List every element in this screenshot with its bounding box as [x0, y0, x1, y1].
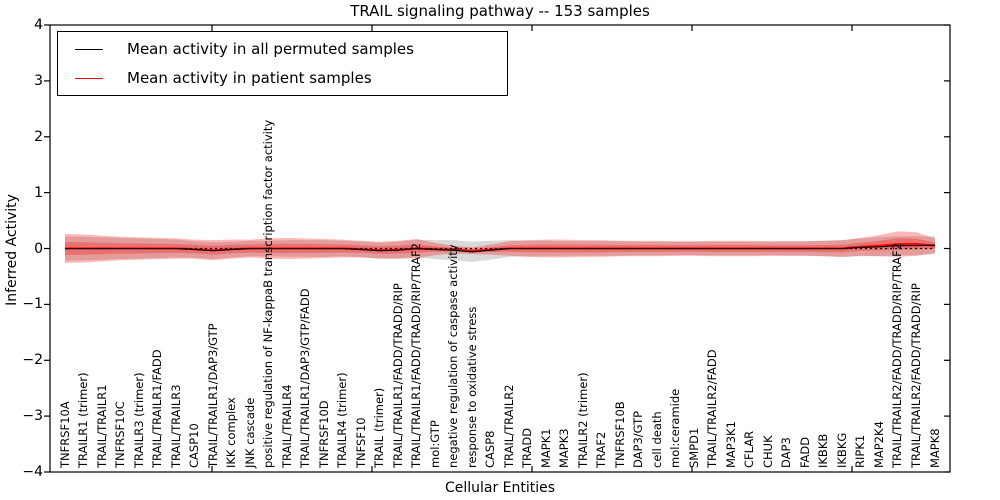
x-tick-label: MAPK1	[538, 428, 553, 468]
y-tick-label: 2	[34, 128, 43, 145]
x-tick-label: positive regulation of NF-kappaB transcr…	[261, 119, 276, 468]
x-tick-label: TRAIL/TRAILR2/FADD	[705, 349, 720, 468]
y-tick-label: 1	[34, 184, 43, 201]
x-tick-label: TNFRSF10D	[316, 400, 331, 468]
x-tick-label: MAP3K1	[723, 421, 738, 468]
x-tick-label: TRAIL/TRAILR1/FADD/TRADD/RIP/TRAF2	[409, 242, 424, 468]
legend-label-patient: Mean activity in patient samples	[127, 69, 372, 87]
x-tick-label: cell death	[649, 411, 664, 468]
x-tick-label: mol:GTP	[427, 420, 442, 468]
x-axis-label: Cellular Entities	[444, 480, 556, 496]
x-tick-label: CFLAR	[742, 430, 757, 468]
y-tick-label: −4	[22, 464, 43, 480]
x-tick-label: negative regulation of caspase activity	[446, 244, 461, 468]
x-tick-label: CASP8	[483, 430, 498, 468]
x-tick-label: TNFRSF10B	[612, 401, 627, 468]
patient-inner-band	[65, 238, 935, 255]
patient-line-swatch	[75, 77, 103, 79]
x-tick-label: TRAIL/TRAILR4	[279, 384, 294, 468]
x-tick-label: IKBKG	[834, 432, 849, 468]
legend-row-patient: Mean activity in patient samples	[58, 67, 507, 89]
x-tick-label: IKBKB	[816, 433, 831, 468]
x-tick-label: TRAILR3 (trimer)	[131, 372, 146, 468]
x-tick-label: SMPD1	[686, 427, 701, 468]
x-tick-label: JNK cascade	[242, 397, 257, 468]
x-tick-label: TRAF2	[594, 431, 609, 468]
x-tick-label: TRAIL/TRAILR3	[168, 384, 183, 468]
x-tick-label: FADD	[797, 436, 812, 468]
x-tick-label: DAP3/GTP	[631, 410, 646, 468]
y-tick-label: 4	[34, 17, 43, 33]
x-tick-label: TRAIL/TRAILR2	[501, 384, 516, 468]
x-tick-label: RIPK1	[853, 434, 868, 468]
x-tick-label: IKK complex	[224, 397, 239, 468]
permuted-line-swatch	[75, 48, 103, 50]
x-tick-label: TRAIL/TRAILR1/DAP3/GTP	[205, 323, 220, 468]
x-tick-label: MAP2K4	[871, 421, 886, 468]
legend-row-permuted: Mean activity in all permuted samples	[58, 38, 507, 60]
x-tick-label: TRAILR2 (trimer)	[575, 372, 590, 468]
y-tick-label: −2	[22, 352, 43, 369]
x-tick-label: TRAIL/TRAILR1/DAP3/GTP/FADD	[298, 288, 313, 468]
x-tick-label: TNFRSF10C	[113, 401, 128, 468]
legend-label-permuted: Mean activity in all permuted samples	[127, 40, 414, 58]
x-tick-label: TRAIL/TRAILR2/FADD/TRADD/RIP	[908, 283, 923, 468]
legend: Mean activity in all permuted samples Me…	[57, 31, 508, 96]
y-tick-label: −1	[22, 296, 43, 313]
x-tick-label: TNFSF10	[353, 417, 368, 468]
x-tick-label: CHUK	[760, 435, 775, 468]
permuted-mean-line	[65, 244, 936, 253]
x-tick-label: TRAILR4 (trimer)	[335, 372, 350, 468]
x-tick-label: response to oxidative stress	[464, 306, 479, 468]
x-tick-label: CASP10	[187, 423, 202, 468]
x-tick-label: TRAILR1 (trimer)	[76, 372, 90, 468]
x-tick-label: MAPK8	[927, 428, 942, 468]
x-tick-label: TNFRSF10A	[57, 401, 72, 468]
chart-title: TRAIL signaling pathway -- 153 samples	[350, 2, 650, 20]
patient-std-band	[65, 231, 935, 263]
x-tick-label: TRADD	[520, 427, 535, 468]
x-tick-label: TRAIL/TRAILR1/FADD	[150, 349, 165, 468]
x-tick-label: TRAIL/TRAILR1	[94, 384, 109, 468]
x-tick-label: TRAIL (trimer)	[372, 387, 387, 468]
x-tick-label: DAP3	[779, 437, 794, 468]
y-tick-label: −3	[22, 408, 43, 425]
x-tick-label: TRAIL/TRAILR2/FADD/TRADD/RIP/TRAF2	[890, 242, 905, 468]
x-tick-label: TRAIL/TRAILR1/FADD/TRADD/RIP	[390, 283, 405, 468]
y-tick-label: 0	[34, 240, 43, 257]
y-tick-label: 3	[34, 72, 43, 89]
x-tick-label: MAPK3	[557, 428, 572, 468]
x-tick-label: mol:ceramide	[668, 388, 683, 468]
